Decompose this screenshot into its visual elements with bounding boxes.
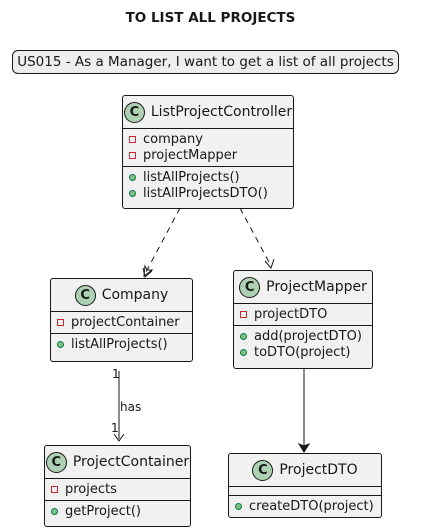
private-visibility-icon (240, 310, 247, 318)
attribute-name: projectMapper (143, 147, 238, 163)
attribute-name: projectDTO (254, 306, 328, 322)
method-row: listAllProjectsDTO() (123, 185, 293, 201)
method-row: createDTO(project) (229, 498, 381, 514)
methods-section: add(projectDTO) toDTO(project) (234, 325, 372, 363)
attribute-row: projectMapper (123, 147, 293, 163)
class-name: ProjectContainer (72, 454, 190, 470)
arrowhead-dto (297, 442, 311, 453)
class-header: C ListProjectController (123, 96, 293, 129)
public-visibility-icon (240, 332, 247, 340)
class-list-project-controller[interactable]: C ListProjectController company projectM… (122, 95, 294, 209)
dependency-controller-mapper (239, 207, 271, 265)
attribute-name: company (143, 131, 203, 147)
private-visibility-icon (129, 151, 136, 159)
class-name: ProjectDTO (279, 462, 358, 478)
method-name: add(projectDTO) (254, 328, 362, 344)
class-name: ListProjectController (150, 104, 293, 120)
arrowhead-mapper (264, 258, 275, 269)
class-header: C ProjectMapper (234, 271, 372, 304)
arrowhead-container (113, 433, 125, 442)
relation-label: has (120, 400, 142, 414)
class-project-mapper[interactable]: C ProjectMapper projectDTO add(projectDT… (233, 270, 373, 369)
attribute-name: projects (65, 481, 117, 497)
class-company[interactable]: C Company projectContainer listAllProjec… (50, 278, 193, 362)
method-row: getProject() (45, 503, 190, 519)
private-visibility-icon (57, 318, 64, 326)
user-story-note: US015 - As a Manager, I want to get a li… (12, 50, 399, 74)
diagram-title: TO LIST ALL PROJECTS (125, 10, 296, 26)
multiplicity-source: 1 (112, 367, 120, 381)
attributes-section (229, 487, 381, 495)
dependency-controller-company (145, 207, 181, 273)
class-header: C ProjectDTO (229, 454, 381, 487)
attributes-section: company projectMapper (123, 129, 293, 166)
private-visibility-icon (129, 135, 136, 143)
methods-section: createDTO(project) (229, 495, 381, 517)
public-visibility-icon (235, 502, 242, 510)
class-name: ProjectMapper (266, 279, 367, 295)
class-badge: C (123, 101, 145, 123)
method-row: toDTO(project) (234, 344, 372, 360)
public-visibility-icon (129, 173, 136, 181)
attribute-row: projectContainer (51, 314, 192, 330)
method-name: getProject() (65, 503, 141, 519)
arrowhead-company (143, 264, 154, 278)
class-badge: C (252, 459, 274, 481)
attribute-row: company (123, 131, 293, 147)
class-name: Company (101, 287, 169, 303)
method-name: listAllProjectsDTO() (143, 185, 268, 201)
class-header: C ProjectContainer (45, 446, 190, 479)
public-visibility-icon (240, 348, 247, 356)
attributes-section: projectDTO (234, 304, 372, 325)
method-row: add(projectDTO) (234, 328, 372, 344)
class-badge: C (45, 451, 67, 473)
public-visibility-icon (129, 189, 136, 197)
methods-section: listAllProjects() (51, 333, 192, 355)
class-project-dto[interactable]: C ProjectDTO createDTO(project) (228, 453, 382, 518)
public-visibility-icon (57, 340, 64, 348)
method-name: toDTO(project) (254, 344, 351, 360)
methods-section: getProject() (45, 500, 190, 522)
attribute-row: projects (45, 481, 190, 497)
methods-section: listAllProjects() listAllProjectsDTO() (123, 166, 293, 204)
attribute-name: projectContainer (71, 314, 180, 330)
method-row: listAllProjects() (123, 169, 293, 185)
method-name: createDTO(project) (249, 498, 374, 514)
method-name: listAllProjects() (143, 169, 240, 185)
attributes-section: projectContainer (51, 312, 192, 333)
public-visibility-icon (51, 507, 58, 515)
attributes-section: projects (45, 479, 190, 500)
method-row: listAllProjects() (51, 336, 192, 352)
class-badge: C (74, 284, 96, 306)
class-project-container[interactable]: C ProjectContainer projects getProject() (44, 445, 191, 527)
class-badge: C (239, 276, 261, 298)
arrowhead-company-2 (142, 267, 153, 278)
private-visibility-icon (51, 485, 58, 493)
attribute-row: projectDTO (234, 306, 372, 322)
class-header: C Company (51, 279, 192, 312)
multiplicity-target: 1 (111, 421, 119, 435)
method-name: listAllProjects() (71, 336, 168, 352)
